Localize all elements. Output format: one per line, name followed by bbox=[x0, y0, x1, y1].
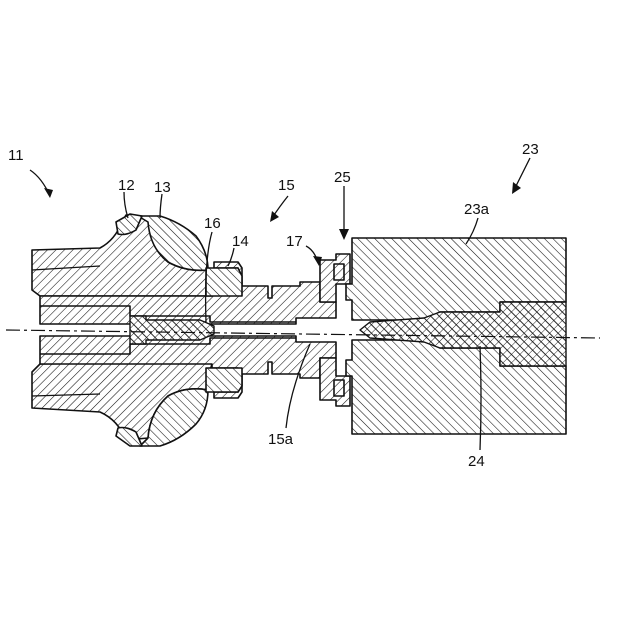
leader-12 bbox=[124, 192, 128, 218]
label-25: 25 bbox=[334, 169, 351, 186]
label-23: 23 bbox=[522, 141, 539, 158]
stud-16 bbox=[130, 316, 214, 344]
label-24: 24 bbox=[468, 453, 485, 470]
label-13: 13 bbox=[154, 179, 171, 196]
label-23a: 23a bbox=[464, 201, 490, 218]
leader-13 bbox=[160, 194, 162, 218]
arrow-15 bbox=[270, 211, 279, 222]
arrow-11 bbox=[44, 188, 53, 198]
label-16: 16 bbox=[204, 215, 221, 232]
collar-14-lower bbox=[206, 368, 242, 392]
label-15: 15 bbox=[278, 177, 295, 194]
label-15a: 15a bbox=[268, 431, 294, 448]
label-17: 17 bbox=[286, 233, 303, 250]
arrow-25 bbox=[339, 229, 349, 240]
label-14: 14 bbox=[232, 233, 249, 250]
label-11: 11 bbox=[8, 147, 24, 164]
collar-14-upper bbox=[206, 268, 242, 296]
label-12: 12 bbox=[118, 177, 135, 194]
